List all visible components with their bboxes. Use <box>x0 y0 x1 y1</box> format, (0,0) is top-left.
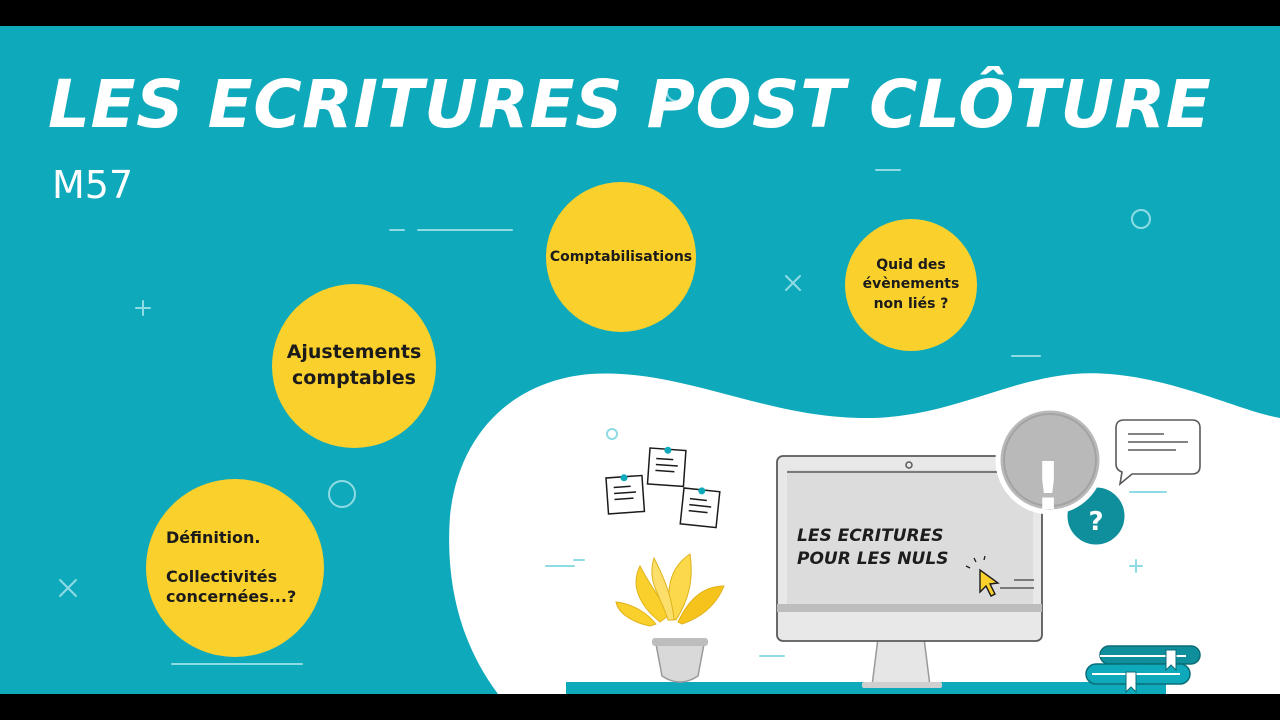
slide: LES ECRITURES POST CLÔTURE M57 Définitio… <box>0 26 1280 694</box>
bubble-quid-line1: Quid des <box>876 256 946 273</box>
monitor-screen-text: LES ECRITURES POUR LES NULS <box>797 525 948 572</box>
decorations <box>59 82 1280 694</box>
monitor-line2: POUR LES NULS <box>797 549 949 570</box>
bubble-definition: Définition. Collectivités concernées...? <box>146 479 324 657</box>
bubble-definition-line2: Collectivités <box>166 566 278 586</box>
bubble-comptabilisations: Comptabilisations <box>546 182 696 332</box>
bubble-definition-line1: Définition. <box>166 527 261 547</box>
question-icon: ? <box>1088 507 1104 537</box>
plant-icon <box>615 553 725 683</box>
sparkles <box>59 169 1167 665</box>
sticky-note-icon <box>605 446 721 529</box>
monitor-line1: LES ECRITURES <box>797 526 944 546</box>
bubble-ajustements-line2: comptables <box>292 367 416 389</box>
books-icon <box>1085 645 1201 694</box>
bubble-ajustements-line1: Ajustements <box>286 341 422 364</box>
exclamation-circle <box>995 405 1105 515</box>
bubble-ajustements: Ajustements comptables <box>272 284 436 448</box>
chat-bubble-icon <box>1115 419 1201 486</box>
bubble-definition-line3: concernées...? <box>166 587 297 607</box>
bubble-quid: Quid des évènements non liés ? <box>845 219 977 351</box>
bubble-comptabilisations-label: Comptabilisations <box>549 249 693 265</box>
cursor-icon <box>965 555 1000 597</box>
exclamation-icon: ! <box>1032 447 1064 525</box>
slide-subtitle: M57 <box>52 163 134 207</box>
slide-title: LES ECRITURES POST CLÔTURE <box>48 66 1212 143</box>
bubble-quid-line2: évènements <box>862 276 960 293</box>
ring-dots <box>328 82 1151 508</box>
bubble-quid-line3: non liés ? <box>873 295 949 312</box>
